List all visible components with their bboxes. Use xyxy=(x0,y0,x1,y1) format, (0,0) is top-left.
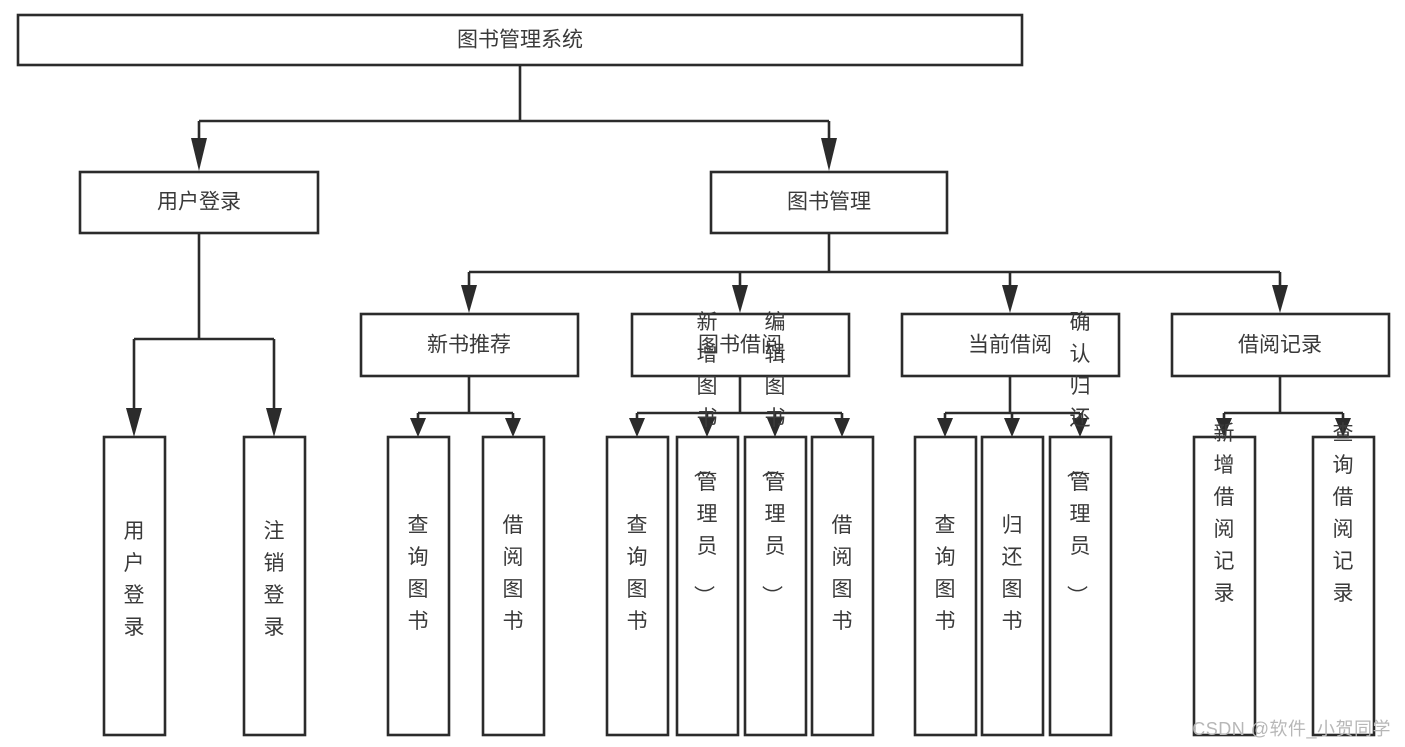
node-leaf-confirm-return-box[interactable] xyxy=(1048,435,1113,737)
arrow-head-leaf-return-book xyxy=(1004,418,1020,437)
node-leaf-query-book-3[interactable]: 查询图书 xyxy=(913,435,978,737)
arrow-head-leaf-query-book-2 xyxy=(629,418,645,437)
arrow-head-leaf-logout-login xyxy=(266,408,282,437)
node-book-manage-box[interactable] xyxy=(709,170,949,235)
node-leaf-logout-login[interactable]: 注销登录 xyxy=(242,435,307,737)
arrow-head-user-login xyxy=(191,138,207,171)
node-new-book-recommend-box[interactable] xyxy=(359,312,580,378)
node-leaf-query-record[interactable]: 查询借阅记录 xyxy=(1311,422,1376,737)
node-leaf-confirm-return[interactable]: 确认归还（管理员） xyxy=(1048,311,1113,737)
node-leaf-query-record-label: 查询借阅记录 xyxy=(1333,422,1354,605)
node-leaf-return-book-box[interactable] xyxy=(980,435,1045,737)
node-current-borrow-label: 当前借阅 xyxy=(968,334,1052,357)
node-leaf-edit-book-label: 编辑图书（管理员） xyxy=(760,311,786,606)
node-borrow-record[interactable]: 借阅记录 xyxy=(1170,312,1391,378)
node-leaf-edit-book-box[interactable] xyxy=(743,435,808,737)
node-root-system[interactable]: 图书管理系统 xyxy=(16,13,1024,67)
node-leaf-query-book-1[interactable]: 查询图书 xyxy=(386,435,451,737)
arrow-head-leaf-query-book-1 xyxy=(410,418,426,437)
arrow-head-borrow-record xyxy=(1272,285,1288,313)
node-leaf-logout-login-label: 注销登录 xyxy=(264,520,285,639)
node-leaf-query-book-1-label: 查询图书 xyxy=(408,514,429,633)
node-user-login-label: 用户登录 xyxy=(157,191,241,214)
node-new-book-recommend[interactable]: 新书推荐 xyxy=(359,312,580,378)
connector-layer xyxy=(126,65,1351,437)
node-leaf-query-book-2-box[interactable] xyxy=(605,435,670,737)
node-leaf-query-book-3-label: 查询图书 xyxy=(935,514,956,633)
arrow-head-book-manage xyxy=(821,138,837,171)
arrow-head-leaf-query-book-3 xyxy=(937,418,953,437)
csdn-watermark: CSDN @软件_小贺同学 xyxy=(1192,719,1391,739)
node-leaf-borrow-book-2-box[interactable] xyxy=(810,435,875,737)
node-user-login[interactable]: 用户登录 xyxy=(78,170,320,235)
node-leaf-query-record-box[interactable] xyxy=(1311,435,1376,737)
node-new-book-recommend-label: 新书推荐 xyxy=(427,334,511,357)
node-leaf-borrow-book-2[interactable]: 借阅图书 xyxy=(810,435,875,737)
node-leaf-borrow-book-1-label: 借阅图书 xyxy=(503,514,524,633)
node-borrow-record-box[interactable] xyxy=(1170,312,1391,378)
arrow-head-leaf-edit-book xyxy=(767,418,783,437)
arrow-head-leaf-borrow-book-1 xyxy=(505,418,521,437)
node-leaf-query-book-1-box[interactable] xyxy=(386,435,451,737)
node-leaf-return-book-label: 归还图书 xyxy=(1002,514,1023,633)
node-leaf-return-book[interactable]: 归还图书 xyxy=(980,435,1045,737)
node-leaf-borrow-book-1-box[interactable] xyxy=(481,435,546,737)
node-leaf-query-book-2-label: 查询图书 xyxy=(627,514,648,633)
node-book-borrow-label: 图书借阅 xyxy=(698,334,782,357)
node-book-manage[interactable]: 图书管理 xyxy=(709,170,949,235)
node-root-system-label: 图书管理系统 xyxy=(457,29,583,52)
node-borrow-record-label: 借阅记录 xyxy=(1238,334,1322,357)
node-leaf-add-book[interactable]: 新增图书（管理员） xyxy=(675,311,740,737)
arrow-head-book-borrow xyxy=(732,285,748,313)
node-leaf-user-login[interactable]: 用户登录 xyxy=(102,435,167,737)
node-leaf-add-record[interactable]: 新增借阅记录 xyxy=(1192,422,1257,737)
node-book-borrow-box[interactable] xyxy=(630,312,851,378)
arrow-head-leaf-borrow-book-2 xyxy=(834,418,850,437)
arrow-head-leaf-user-login xyxy=(126,408,142,437)
node-leaf-confirm-return-label: 确认归还（管理员） xyxy=(1065,311,1091,606)
arrow-head-leaf-add-book xyxy=(699,418,715,437)
node-leaf-borrow-book-2-label: 借阅图书 xyxy=(832,514,853,633)
arrow-head-leaf-confirm-return xyxy=(1072,418,1088,437)
node-leaf-query-book-2[interactable]: 查询图书 xyxy=(605,435,670,737)
node-leaf-logout-login-box[interactable] xyxy=(242,435,307,737)
node-leaf-add-book-label: 新增图书（管理员） xyxy=(692,311,718,606)
node-leaf-edit-book[interactable]: 编辑图书（管理员） xyxy=(743,311,808,737)
node-leaf-user-login-label: 用户登录 xyxy=(124,520,145,639)
node-user-login-box[interactable] xyxy=(78,170,320,235)
node-root-system-box[interactable] xyxy=(16,13,1024,67)
node-current-borrow[interactable]: 当前借阅 xyxy=(900,312,1121,378)
node-book-manage-label: 图书管理 xyxy=(787,191,871,214)
node-leaf-add-record-box[interactable] xyxy=(1192,435,1257,737)
node-book-borrow[interactable]: 图书借阅 xyxy=(630,312,851,378)
node-leaf-borrow-book-1[interactable]: 借阅图书 xyxy=(481,435,546,737)
node-leaf-query-book-3-box[interactable] xyxy=(913,435,978,737)
node-current-borrow-box[interactable] xyxy=(900,312,1121,378)
arrow-head-leaf-add-record xyxy=(1216,418,1232,437)
arrow-head-leaf-query-record xyxy=(1335,418,1351,437)
node-leaf-add-record-label: 新增借阅记录 xyxy=(1214,422,1235,605)
arrow-head-current-borrow xyxy=(1002,285,1018,313)
node-leaf-add-book-box[interactable] xyxy=(675,435,740,737)
node-leaf-user-login-box[interactable] xyxy=(102,435,167,737)
arrow-head-new-book-recommend xyxy=(461,285,477,313)
